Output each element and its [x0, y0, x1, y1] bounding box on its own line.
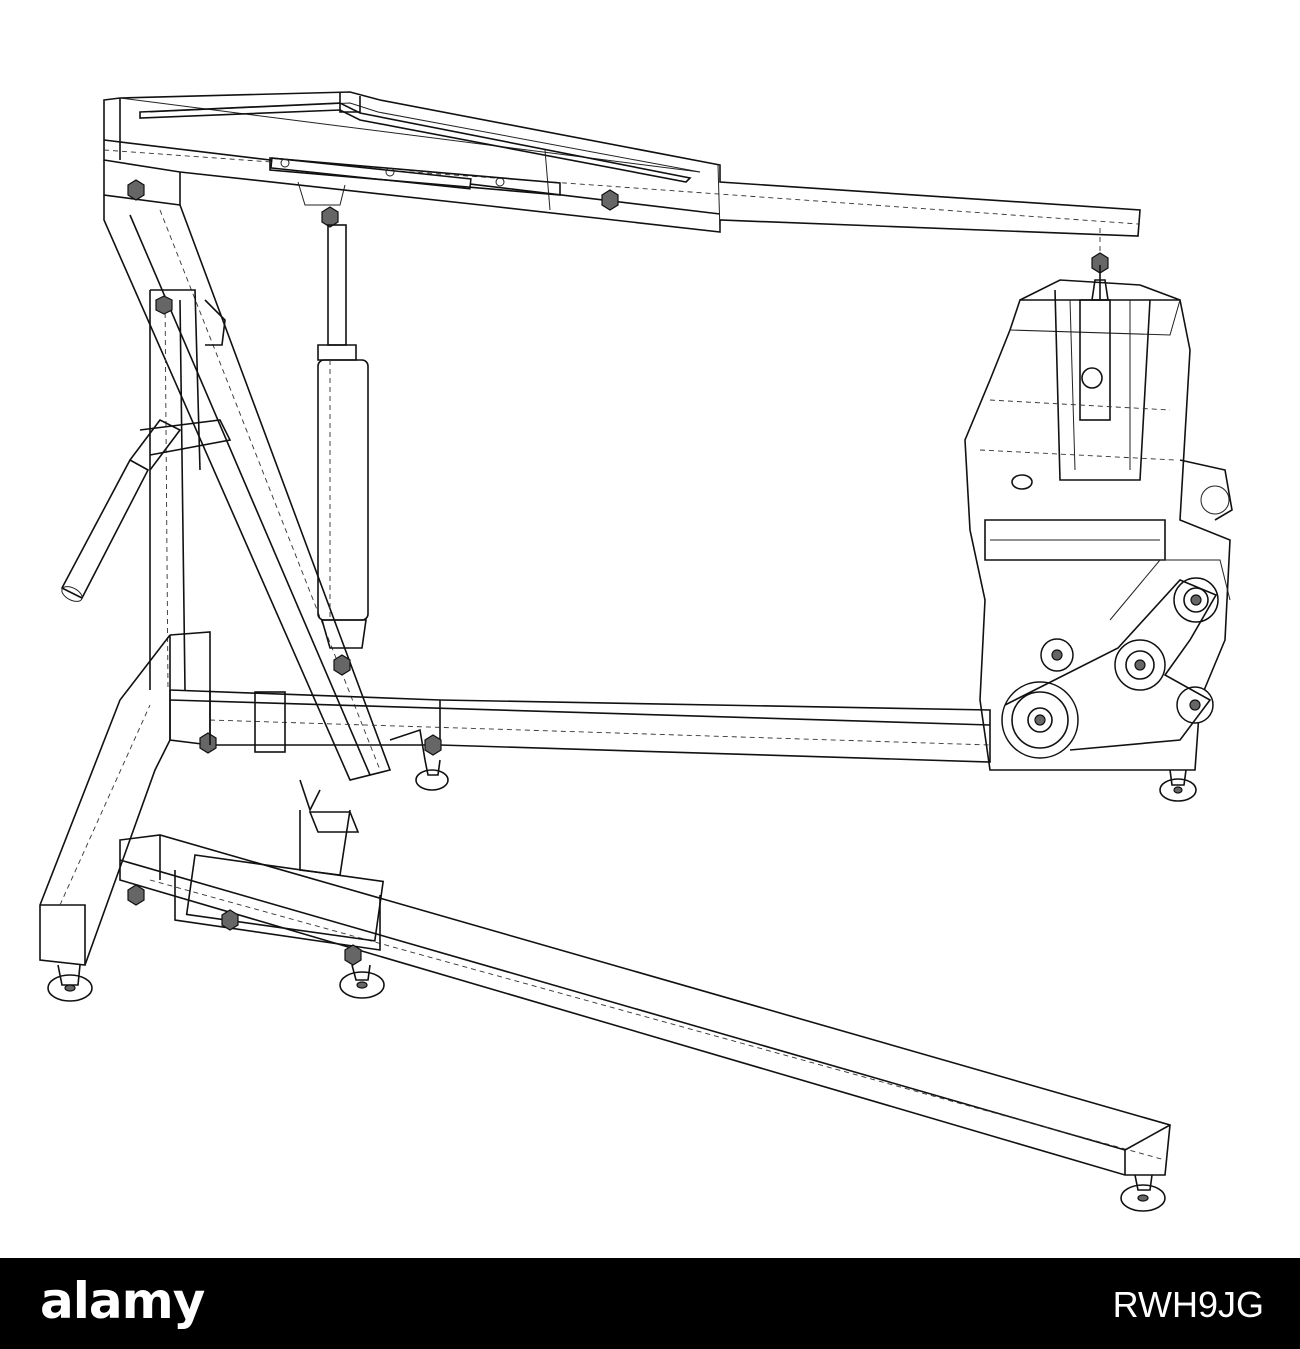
front-leg-long: [119, 779, 1171, 1212]
hydraulic-ram: [317, 224, 369, 676]
watermark-footer: alamy RWH9JG: [0, 1258, 1300, 1349]
brand-logo: alamy: [40, 1272, 205, 1330]
wireframe-drawing: [39, 91, 1233, 1212]
pump-handle: [60, 299, 232, 602]
engine-pulleys: [1001, 559, 1231, 759]
engine-block: [964, 265, 1233, 771]
engine-casters: [1159, 769, 1197, 802]
boom-arm: [103, 91, 1141, 280]
image-id-label: RWH9JG: [1112, 1284, 1264, 1325]
rear-leg-assembly: [39, 631, 211, 1002]
engine-hoist-drawing: [39, 91, 1233, 1212]
vertical-mast: [103, 195, 392, 833]
front-leg-right: [169, 689, 991, 791]
